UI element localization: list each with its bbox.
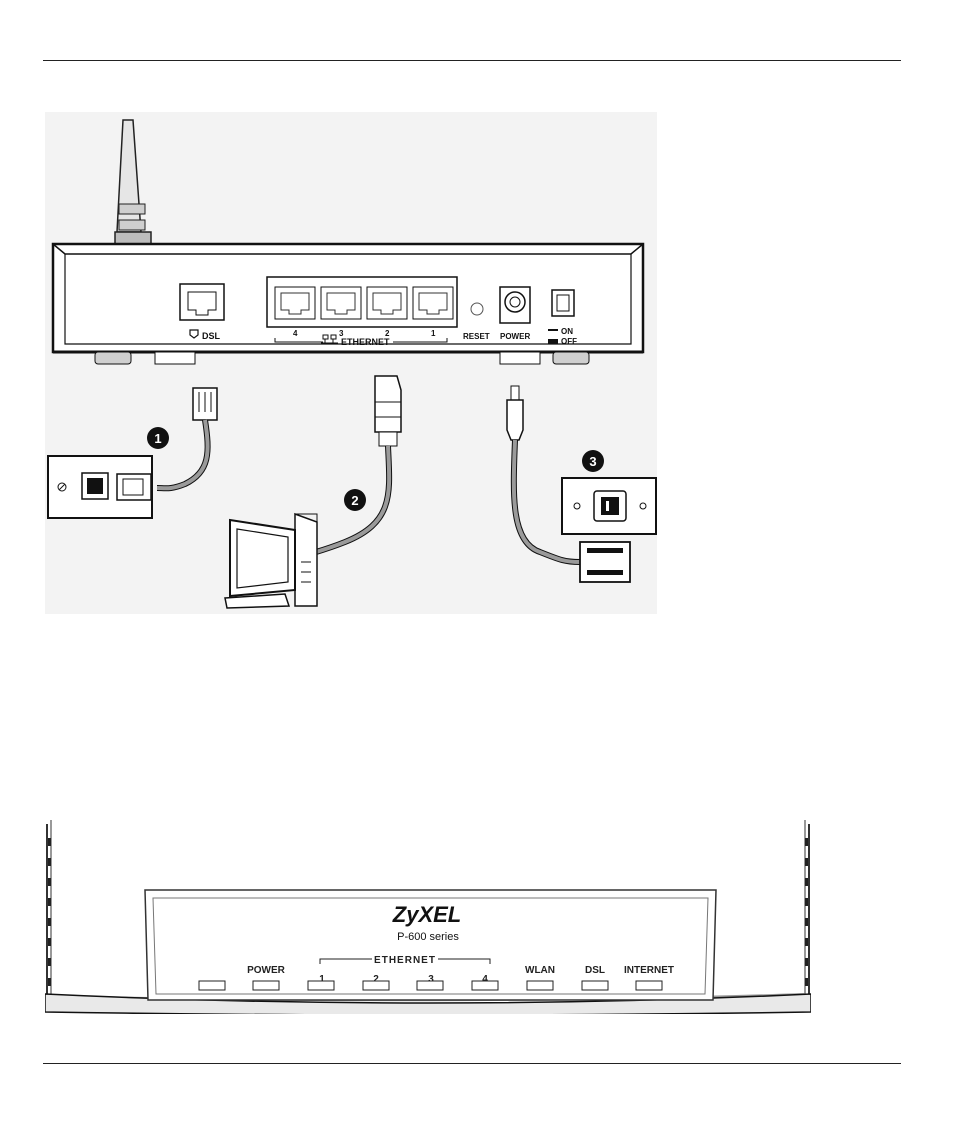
led-label-wlan: WLAN — [525, 965, 555, 976]
reset-label: RESET — [463, 332, 490, 341]
led-indicator — [636, 981, 662, 990]
step-number: 3 — [589, 454, 596, 469]
ethernet-port-number: 4 — [293, 329, 298, 338]
led-label-ethernet: ETHERNET — [374, 955, 436, 966]
led-indicator — [582, 981, 608, 990]
off-label: OFF — [561, 337, 577, 346]
rear-panel-connection-figure: DSL 4 3 2 1 ETHERNET RESET POWER ON OFF — [45, 112, 657, 614]
led-label-power: POWER — [247, 965, 286, 976]
power-socket — [500, 287, 530, 323]
power-label: POWER — [500, 332, 530, 341]
ethernet-port-block — [267, 277, 457, 327]
front-panel-figure: ZyXEL P-600 series POWER ETHERNET 1 2 3 … — [45, 818, 811, 1014]
power-adapter — [580, 542, 630, 582]
footer-rule — [43, 1063, 901, 1064]
led-indicator — [308, 981, 334, 990]
on-label: ON — [561, 327, 573, 336]
ethernet-port-number: 1 — [431, 329, 436, 338]
led-label-internet: INTERNET — [624, 965, 674, 976]
dsl-port — [180, 284, 224, 320]
wall-phone-jack — [48, 456, 152, 518]
dsl-label: DSL — [202, 331, 221, 341]
led-indicator — [527, 981, 553, 990]
led-indicator — [253, 981, 279, 990]
wall-power-outlet — [562, 478, 656, 534]
led-indicator — [363, 981, 389, 990]
ethernet-label: ETHERNET — [341, 337, 390, 347]
header-rule — [43, 60, 901, 61]
reset-button — [471, 303, 483, 315]
power-switch — [552, 290, 574, 316]
brand-logo: ZyXEL — [392, 902, 461, 927]
led-label-dsl: DSL — [585, 965, 605, 976]
step-number: 2 — [351, 493, 358, 508]
step-number: 1 — [154, 431, 161, 446]
led-indicator — [417, 981, 443, 990]
model-name: P-600 series — [397, 931, 459, 943]
led-indicator — [199, 981, 225, 990]
led-indicator — [472, 981, 498, 990]
